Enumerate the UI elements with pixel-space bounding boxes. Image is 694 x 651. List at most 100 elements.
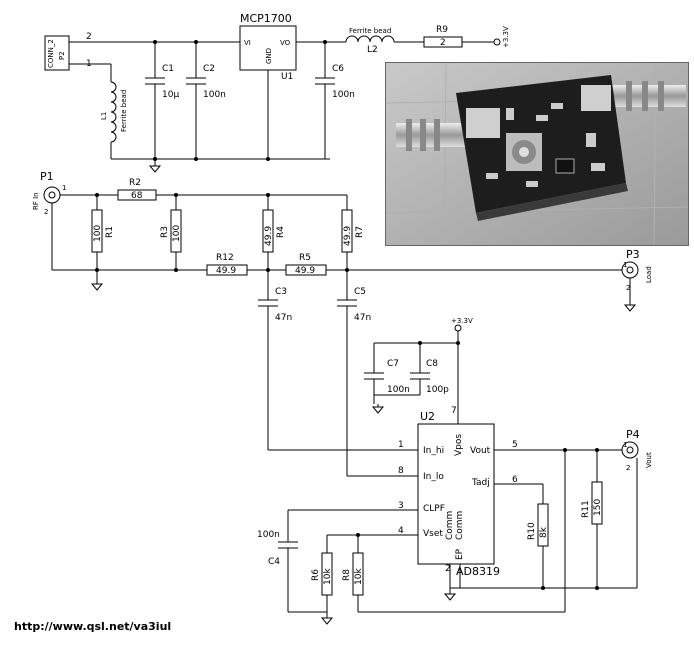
svg-text:1: 1 [623,261,627,269]
svg-text:2: 2 [626,284,630,292]
svg-text:C4: C4 [268,557,280,567]
svg-text:R3: R3 [160,226,170,238]
svg-text:1: 1 [623,441,627,449]
svg-text:6: 6 [512,475,518,485]
svg-text:2: 2 [44,208,48,216]
svg-text:150: 150 [593,499,603,516]
r8-resistor: 10k R8 [342,535,364,612]
l1-inductor: L1 Ferrite bead [100,81,128,143]
svg-text:100: 100 [172,225,182,242]
svg-text:R5: R5 [299,253,311,263]
svg-text:VO: VO [280,39,291,47]
r7-resistor: 49.9 R7 [341,195,365,270]
svg-text:R9: R9 [436,25,448,35]
svg-text:+3.3V: +3.3V [502,26,510,48]
c7-capacitor: C7 100n [364,343,410,404]
svg-text:L2: L2 [367,45,378,55]
svg-text:10µ: 10µ [162,90,179,100]
r4-resistor: 49.9 R4 [262,195,286,270]
svg-text:3: 3 [398,501,404,511]
svg-text:R7: R7 [355,226,365,238]
svg-text:P1: P1 [40,170,54,183]
svg-text:100n: 100n [332,90,355,100]
svg-text:C1: C1 [162,64,174,74]
svg-text:C6: C6 [332,64,344,74]
board-photo [385,62,689,246]
svg-text:Ferrite bead: Ferrite bead [349,27,391,35]
svg-text:8k: 8k [539,526,549,538]
svg-text:R10: R10 [527,522,537,540]
svg-text:100: 100 [93,225,103,242]
svg-text:In_hi: In_hi [423,446,444,456]
svg-text:5: 5 [512,440,518,450]
r5-resistor: R5 49.9 [285,253,327,276]
svg-text:L1: L1 [100,112,108,120]
r11-resistor: 150 R11 [581,450,603,588]
svg-text:100n: 100n [387,385,410,395]
svg-text:AD8319: AD8319 [456,565,500,578]
svg-text:Comm: Comm [445,511,455,540]
r3-resistor: 100 R3 [160,195,182,270]
svg-text:EP: EP [455,548,465,560]
c2-capacitor: C2 100n [186,42,226,159]
svg-text:Vset: Vset [423,529,443,539]
svg-text:7: 7 [451,406,457,416]
c6-capacitor: C6 100n [268,42,355,160]
svg-text:100n: 100n [203,90,226,100]
svg-text:49.9: 49.9 [264,226,274,246]
svg-text:C8: C8 [426,359,438,369]
r2-resistor: R2 68 [117,178,157,201]
svg-text:R2: R2 [129,178,141,188]
svg-text:Vout: Vout [470,446,491,456]
board-photo-drawing [386,63,688,245]
p3-load-connector: P3 1 Load 2 [621,248,653,312]
svg-text:10k: 10k [323,568,333,585]
p1-rf-connector: P1 RF In 1 2 [32,170,66,216]
svg-text:CONN_2: CONN_2 [47,39,55,68]
svg-text:1: 1 [398,440,404,450]
svg-text:Comm: Comm [455,511,465,540]
svg-text:P2: P2 [58,51,66,60]
svg-text:U1: U1 [281,72,293,82]
svg-text:R4: R4 [276,226,286,238]
svg-text:10k: 10k [354,568,364,585]
svg-text:100p: 100p [426,385,449,395]
svg-text:In_lo: In_lo [423,472,444,482]
svg-text:2: 2 [626,464,630,472]
svg-text:R8: R8 [342,569,352,581]
c1-capacitor: C1 10µ [145,42,179,159]
svg-text:Tadj: Tadj [471,478,490,488]
svg-text:R6: R6 [311,569,321,581]
svg-text:P4: P4 [626,428,640,441]
r12-resistor: R12 49.9 [206,253,248,276]
svg-text:2: 2 [440,38,446,48]
svg-text:68: 68 [131,191,143,201]
svg-text:C7: C7 [387,359,399,369]
svg-text:R12: R12 [216,253,234,263]
svg-text:Vpos: Vpos [454,434,464,456]
svg-text:RF In: RF In [32,192,40,210]
svg-text:GND: GND [265,48,273,64]
svg-text:1: 1 [62,184,66,192]
svg-text:VI: VI [244,39,251,47]
r9-resistor: R9 2 [423,25,463,48]
svg-text:Load: Load [645,266,653,283]
svg-text:4: 4 [398,526,404,536]
svg-text:2: 2 [86,32,92,42]
svg-text:100n: 100n [257,530,280,540]
svg-text:R11: R11 [581,500,591,518]
svg-text:49.9: 49.9 [295,266,315,276]
svg-text:8: 8 [398,466,404,476]
svg-text:49.9: 49.9 [216,266,236,276]
svg-text:C5: C5 [354,287,366,297]
svg-text:P3: P3 [626,248,640,261]
c5-capacitor: C5 47n [337,270,371,476]
svg-text:Vout: Vout [645,452,653,468]
svg-text:C3: C3 [275,287,287,297]
svg-text:47n: 47n [354,313,371,323]
svg-text:47n: 47n [275,313,292,323]
source-url: http://www.qsl.net/va3iul [14,620,172,633]
svg-text:R1: R1 [105,226,115,238]
